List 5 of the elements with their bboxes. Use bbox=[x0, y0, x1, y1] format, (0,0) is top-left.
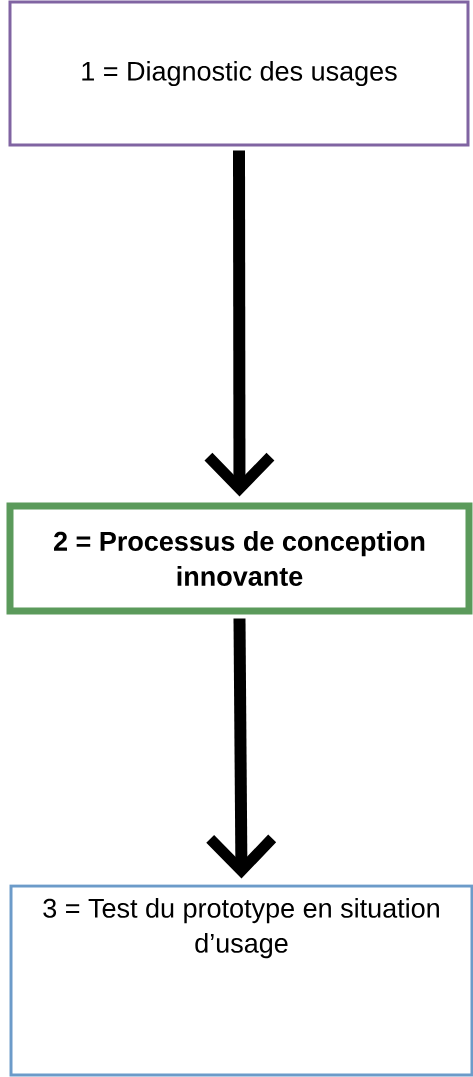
arrow bbox=[204, 150, 275, 497]
process-box: 3 = Test du prototype en situation d’usage bbox=[9, 884, 473, 1077]
process-box: 1 = Diagnostic des usages bbox=[8, 0, 470, 147]
arrow bbox=[206, 618, 277, 879]
process-box: 2 = Processus de conception innovante bbox=[6, 502, 473, 615]
